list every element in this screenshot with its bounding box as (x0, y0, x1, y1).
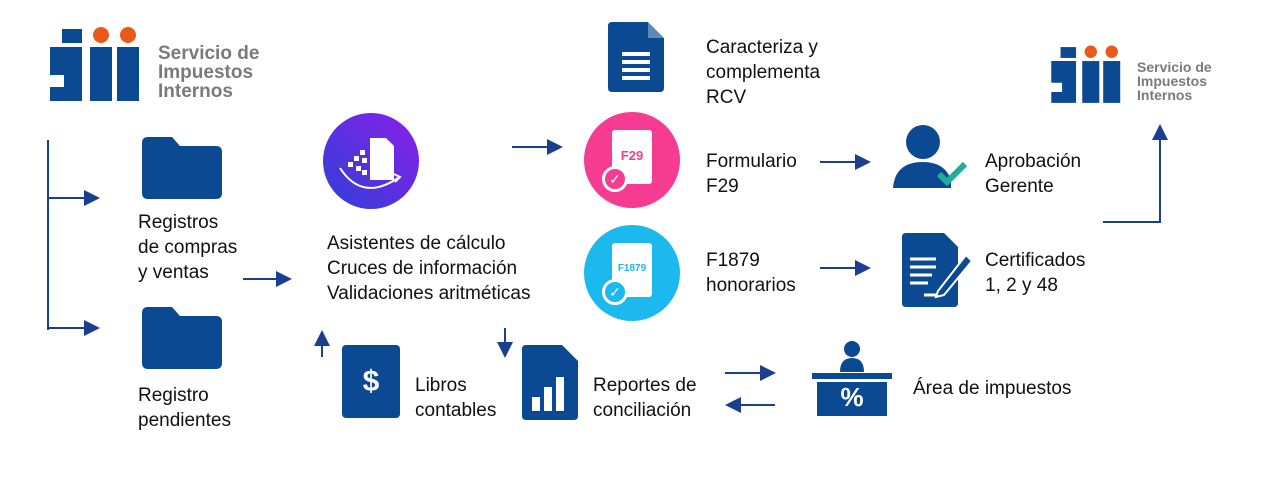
f1879-form-icon: F1879 ✓ (584, 225, 680, 321)
logo-main-text: Servicio de Impuestos Internos (158, 44, 259, 101)
logo-line: Internos (158, 81, 233, 102)
certificate-edit-icon (902, 233, 974, 307)
reportes-label: Reportes de conciliación (593, 375, 697, 421)
user-approval-icon (893, 125, 968, 188)
caracteriza-label: Caracteriza y complementa RCV (706, 37, 821, 108)
document-icon (608, 22, 664, 92)
f29-icon-label: F29 (620, 148, 644, 163)
sii-logo-mark-icon (1051, 45, 1121, 103)
asistentes-label: Asistentes de cálculo Cruces de informac… (327, 233, 531, 304)
arrow (1103, 124, 1168, 223)
logo-line: Impuestos (158, 62, 254, 83)
registro-pendientes-label: Registro pendientes (138, 385, 231, 431)
tax-desk-icon (812, 341, 892, 416)
folder-icon (142, 137, 222, 199)
certificados-label: Certificados 1, 2 y 48 (985, 250, 1086, 296)
check-icon: ✓ (602, 166, 628, 192)
f1879-icon-label: F1879 (617, 263, 647, 274)
aprobacion-label: Aprobación Gerente (985, 151, 1082, 197)
dollar-icon: $ (362, 365, 380, 398)
registros-compras-label: Registros de compras y ventas (138, 212, 238, 283)
percent-icon: % (840, 382, 864, 412)
sii-logo-target (1050, 44, 1130, 106)
logo-target-text: Servicio de Impuestos Internos (1137, 60, 1212, 102)
libros-label: Libros contables (415, 375, 497, 421)
formulario-f29-label: Formulario F29 (706, 151, 797, 197)
logo-line: Servicio de (158, 43, 260, 64)
folder-icon (142, 307, 222, 369)
logo-line: Impuestos (1137, 73, 1208, 89)
sii-logo-main (50, 25, 150, 105)
data-processing-icon (323, 113, 419, 209)
area-impuestos-label: Área de impuestos (913, 378, 1072, 399)
logo-line: Servicio de (1137, 59, 1212, 75)
sii-logo-mark-icon (50, 27, 139, 101)
f1879-label: F1879 honorarios (706, 250, 796, 296)
f29-form-icon: F29 ✓ (584, 112, 680, 208)
accounting-book-icon: $ (342, 345, 400, 418)
report-chart-icon (522, 345, 578, 420)
logo-line: Internos (1137, 87, 1193, 103)
check-icon: ✓ (602, 279, 628, 305)
